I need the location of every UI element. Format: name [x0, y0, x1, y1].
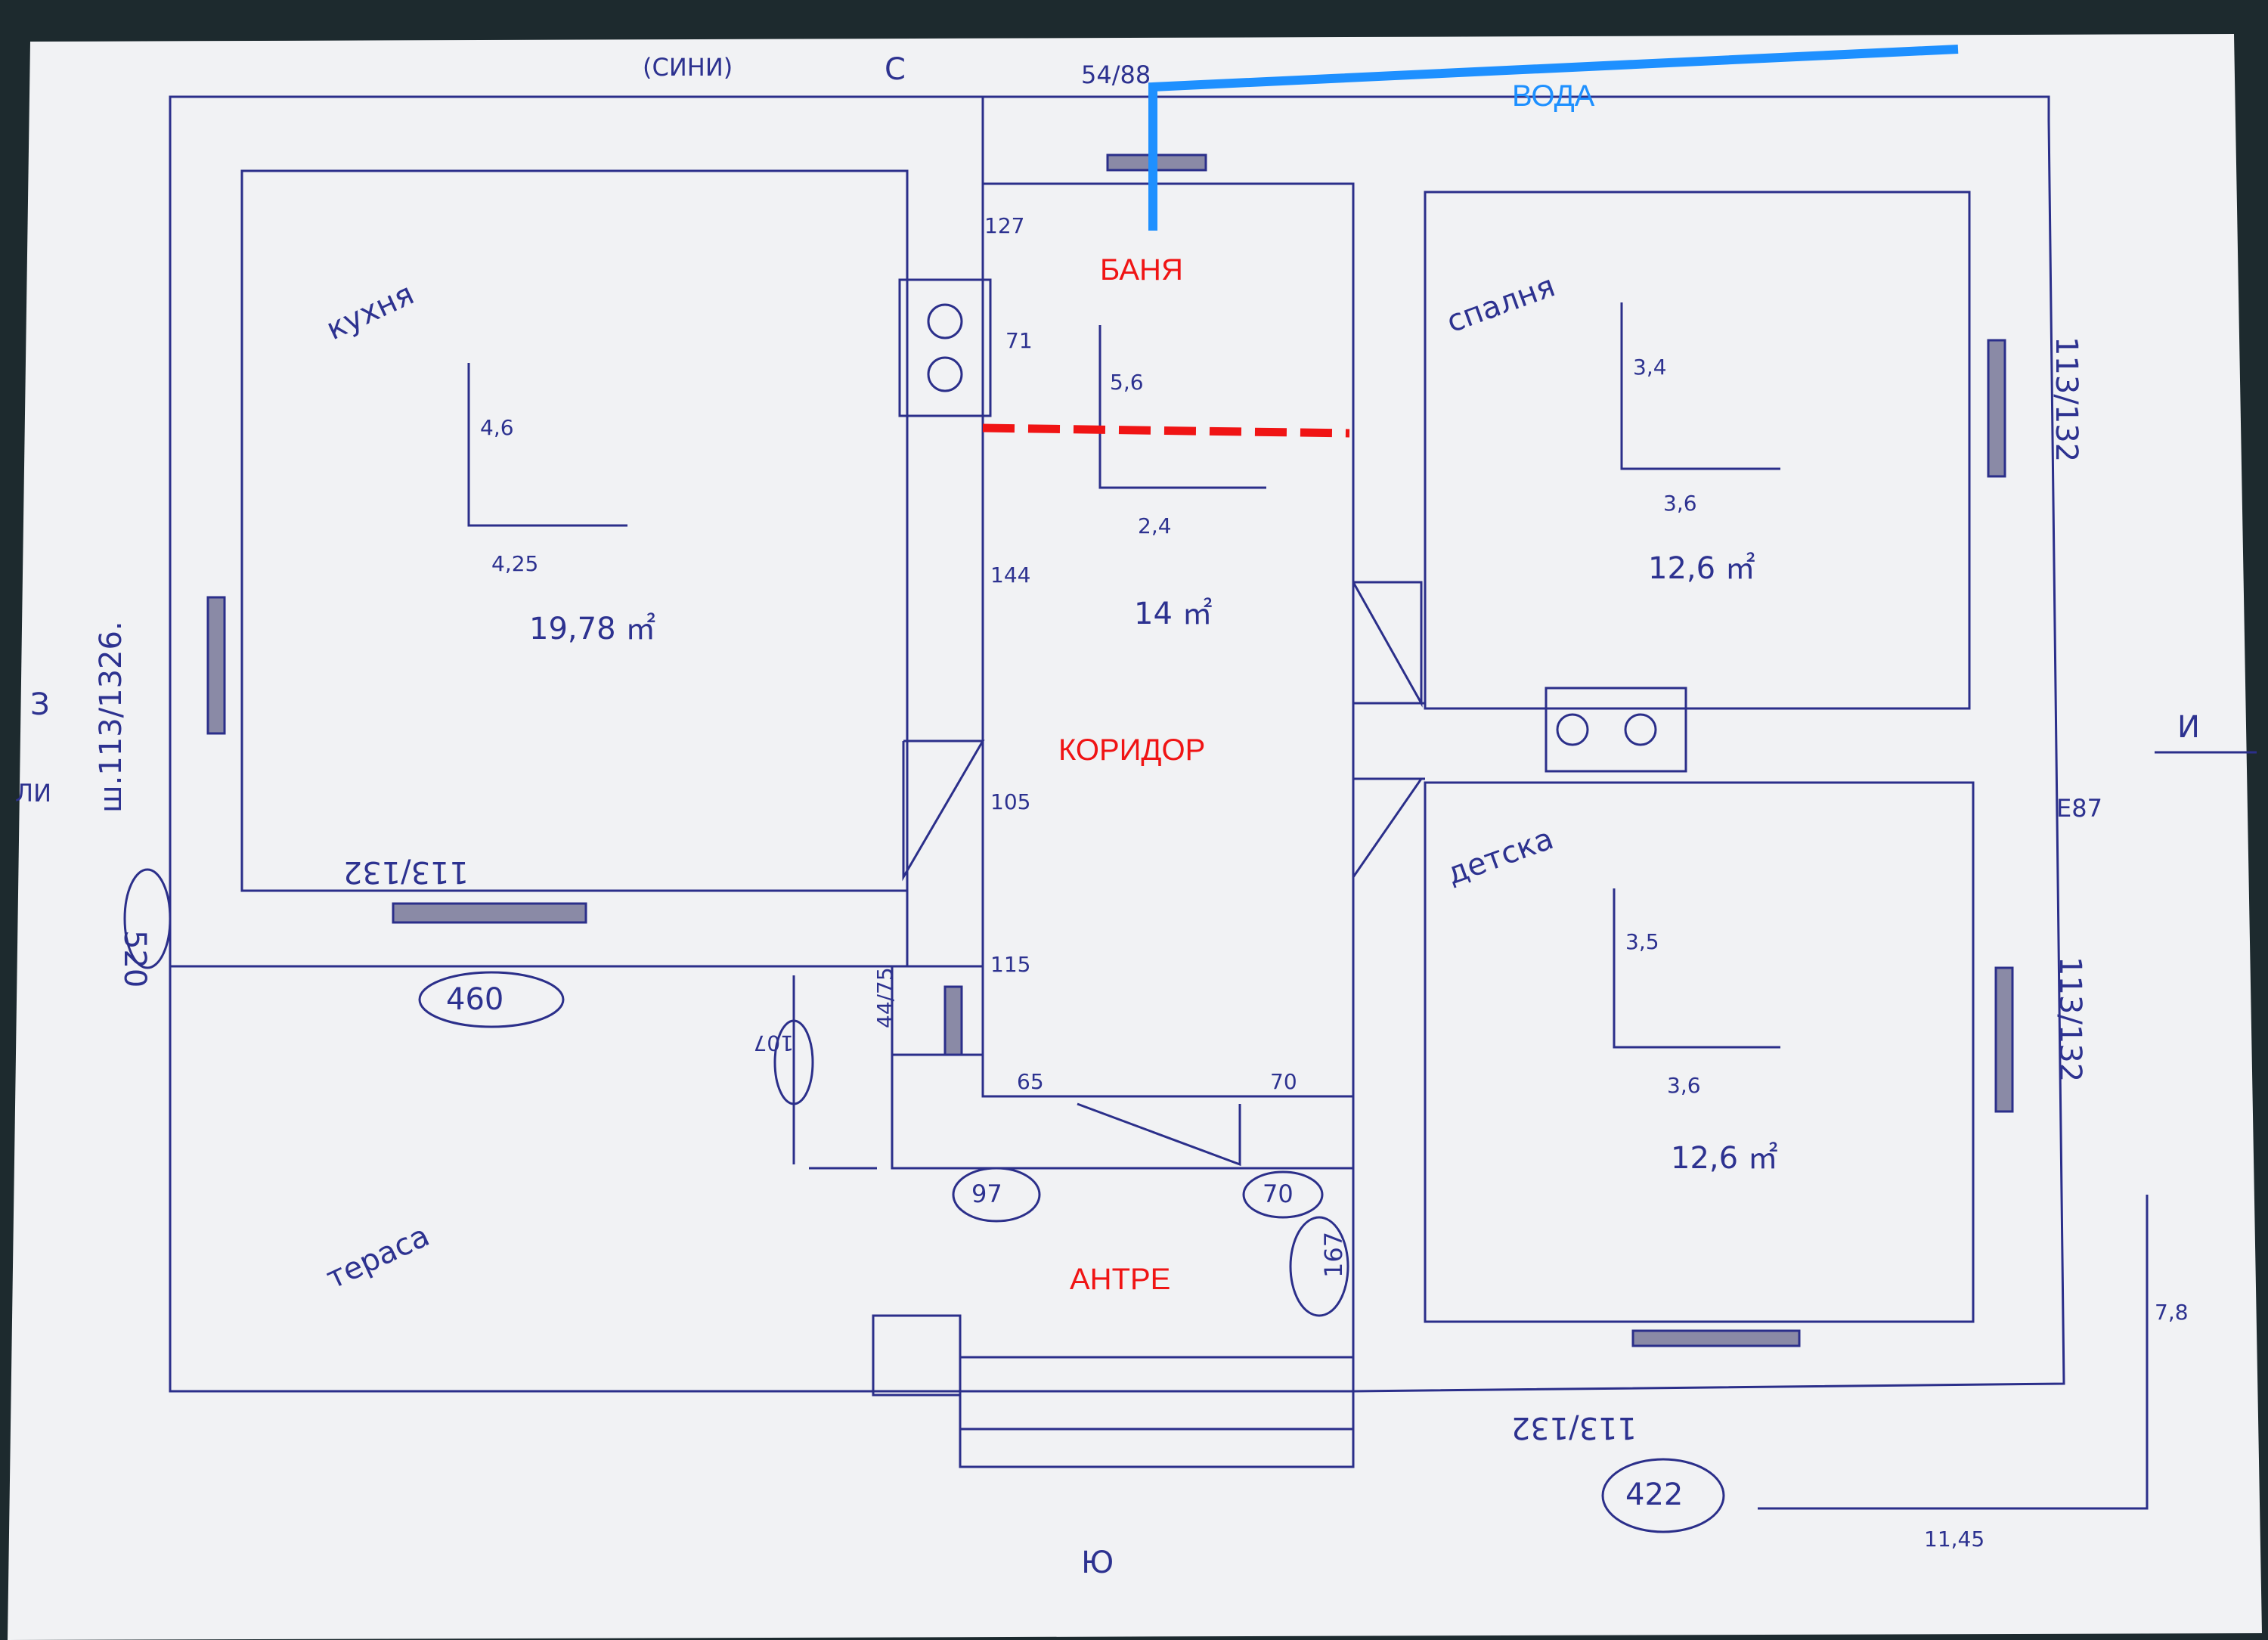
- west-note: ЛИ: [15, 779, 51, 808]
- compass-south: Ю: [1081, 1545, 1114, 1580]
- kitchen-dim-x: 4,25: [491, 551, 538, 576]
- kitchen-dim-y: 4,6: [480, 415, 514, 440]
- compass-west: З: [30, 687, 50, 722]
- entry-name: АНТРЕ: [1070, 1263, 1170, 1296]
- kitchen-window-label: 113/132: [343, 854, 469, 889]
- paper-sheet: [8, 34, 2262, 1640]
- doors: [902, 581, 1424, 1167]
- south-circled: 422: [1625, 1477, 1683, 1512]
- bedroom-area: 12,6 ㎡: [1648, 551, 1755, 586]
- south-window-label: 113/132: [1511, 1410, 1637, 1445]
- entry-dim-70: 70: [1263, 1180, 1294, 1208]
- compass-north: С: [885, 52, 906, 87]
- bath-dim-y: 5,6: [1110, 370, 1144, 395]
- north-window-label: 54/88: [1081, 60, 1151, 89]
- compass-east: И: [2177, 710, 2200, 745]
- west-window-label: ш.113/1326.: [94, 621, 129, 813]
- east-note: E87: [2056, 794, 2102, 823]
- north-note: (СИНИ): [643, 53, 733, 82]
- windows: [206, 153, 2014, 1347]
- dimension-arrows: [467, 302, 2149, 1510]
- bath-dim-71: 71: [1005, 328, 1033, 353]
- small-circled: 107: [754, 1031, 794, 1056]
- bath-partition-dashed: [982, 423, 1350, 438]
- corridor-name: КОРИДОР: [1058, 733, 1205, 767]
- walls: [169, 95, 2065, 1468]
- corridor-dim-105: 105: [990, 789, 1030, 814]
- kids-area: 12,6 ㎡: [1671, 1141, 1778, 1176]
- corridor-dim-115: 115: [990, 952, 1030, 977]
- bedroom-dim-x: 3,6: [1663, 491, 1697, 516]
- kids-dim-x: 3,6: [1667, 1073, 1701, 1098]
- water-label: ВОДА: [1512, 79, 1595, 113]
- entry-dim-97: 97: [971, 1180, 1002, 1208]
- bedroom-window-label: 113/132: [2049, 336, 2084, 462]
- corridor-dim-x: 2,4: [1138, 513, 1172, 538]
- small-window-label: 44/75: [872, 967, 897, 1028]
- kids-dim-y: 3,5: [1625, 929, 1659, 954]
- corridor-dim-144: 144: [990, 563, 1030, 587]
- bath-name: БАНЯ: [1100, 253, 1183, 287]
- corridor-dim-70: 70: [1270, 1069, 1297, 1094]
- bath-dim-127: 127: [984, 213, 1024, 238]
- kids-window-label: 113/132: [2053, 956, 2087, 1082]
- offset-y: 7,8: [2155, 1300, 2189, 1325]
- corridor-dim-65: 65: [1017, 1069, 1044, 1094]
- corridor-area: 14 ㎡: [1134, 597, 1213, 631]
- kitchen-area: 19,78 ㎡: [529, 612, 655, 646]
- kitchen-width-circled: 460: [446, 982, 503, 1017]
- water-line: [1148, 45, 1959, 231]
- bedroom-dim-y: 3,4: [1633, 355, 1667, 380]
- offset-x: 11,45: [1924, 1527, 1984, 1552]
